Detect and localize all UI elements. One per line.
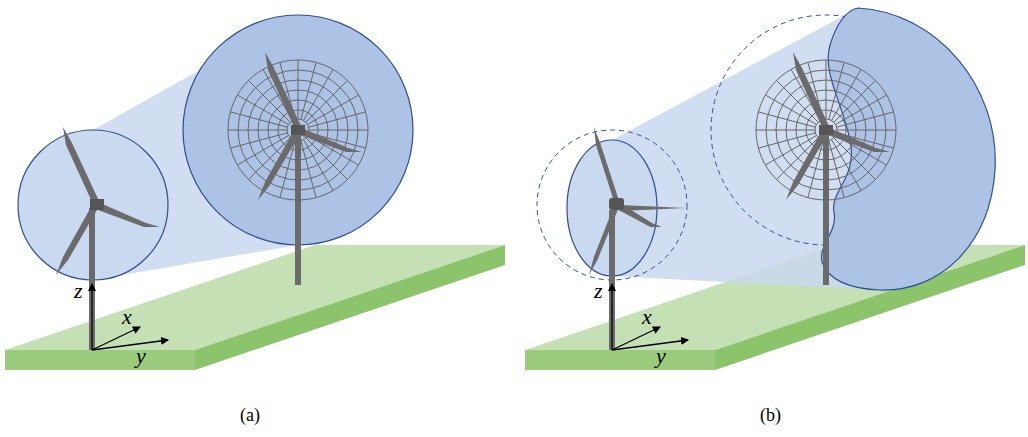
rotor-grid-line [298, 141, 299, 200]
rotor-grid-line [758, 112, 815, 127]
rotor-grid-line [758, 133, 815, 148]
axis-label: y [656, 345, 666, 367]
rotor-grid-line [837, 130, 896, 131]
panel-caption: (b) [760, 406, 781, 424]
rotor-grid-line [826, 60, 827, 119]
axis-label: x [642, 306, 652, 328]
rotor-grid-line [228, 130, 287, 131]
rotor-grid-line [826, 141, 827, 200]
rotor-grid-line [834, 81, 876, 123]
rotor-grid-line [309, 112, 366, 127]
rotor-grid-line [301, 141, 316, 198]
panel-caption: (a) [240, 406, 260, 424]
rotor-grid-line [309, 130, 368, 131]
rotor-grid-line [756, 130, 815, 131]
rotor-grid-line [230, 112, 287, 127]
rotor-grid-line [837, 112, 894, 127]
rotor-grid-line [306, 81, 348, 123]
rotor-grid-line [298, 60, 299, 119]
rotor-grid-line [829, 62, 844, 119]
axis-label: y [136, 345, 146, 367]
rotor-grid-line [829, 141, 844, 198]
axis-label: z [74, 280, 83, 302]
rotor-grid-line [230, 133, 287, 148]
rotor-grid-line [308, 95, 359, 125]
rotor-grid-line [304, 140, 334, 191]
rotor-grid-line [832, 140, 862, 191]
axis-label: z [594, 280, 603, 302]
axis-label: x [122, 306, 132, 328]
rotor-grid-line [301, 62, 316, 119]
rotor-grid-line [836, 95, 887, 125]
